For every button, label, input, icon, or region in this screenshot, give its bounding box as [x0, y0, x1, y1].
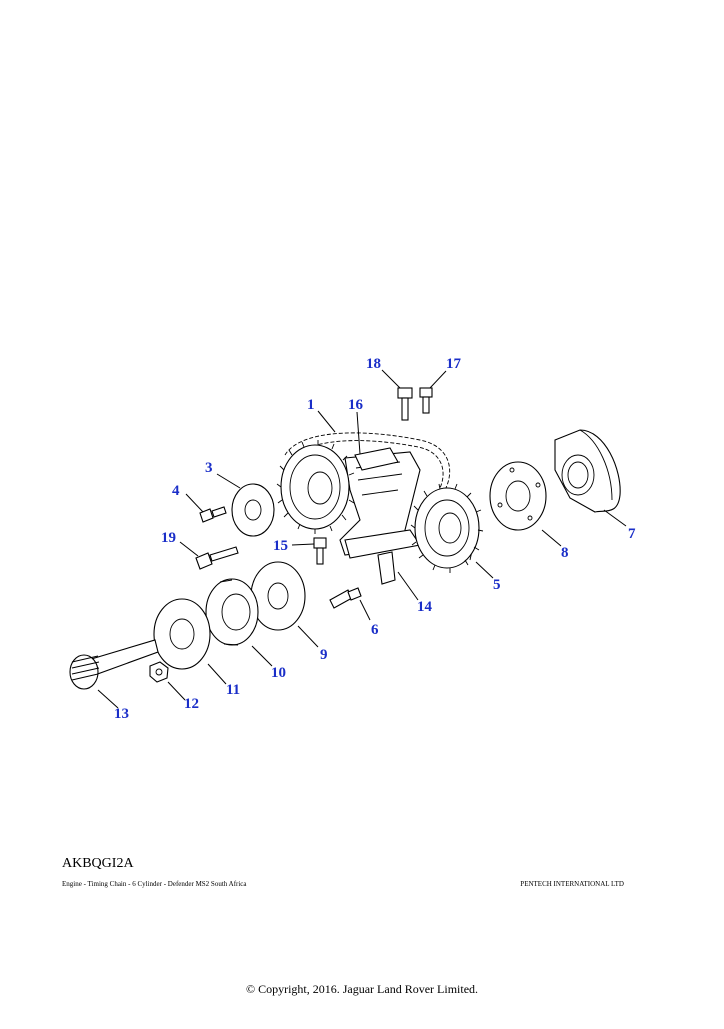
plate-8 — [489, 461, 547, 531]
callout-9: 9 — [320, 647, 328, 663]
sprocket-upper — [276, 440, 355, 534]
callout-8: 8 — [561, 545, 569, 561]
copyright-notice: © Copyright, 2016. Jaguar Land Rover Lim… — [245, 982, 479, 996]
callout-17: 17 — [446, 356, 462, 372]
flange-11 — [153, 598, 211, 670]
callout-15: 15 — [273, 538, 288, 554]
callouts: 1 16 18 17 3 4 19 15 5 7 8 14 6 9 10 11 … — [114, 356, 636, 722]
chain-tensioner-body — [339, 447, 421, 585]
sprocket-5 — [410, 483, 484, 573]
plate-3 — [231, 483, 275, 537]
callout-12: 12 — [184, 696, 199, 712]
bolt-15 — [313, 537, 327, 565]
bolt-19 — [195, 546, 239, 570]
illustration-description: Engine - Timing Chain - 6 Cylinder - Def… — [62, 880, 247, 888]
illustration-code: AKBQGI2A — [62, 856, 134, 871]
callout-6: 6 — [371, 622, 379, 638]
supplier-name: PENTECH INTERNATIONAL LTD — [520, 880, 624, 888]
callout-3: 3 — [205, 460, 213, 476]
callout-7: 7 — [628, 526, 636, 542]
nut-12 — [149, 661, 169, 683]
callout-11: 11 — [226, 682, 240, 698]
bolt-17 — [419, 387, 433, 414]
callout-5: 5 — [493, 577, 501, 593]
bolt-4 — [199, 506, 227, 523]
callout-19: 19 — [161, 530, 176, 546]
plate-9 — [250, 561, 306, 631]
stud-6 — [329, 587, 362, 609]
callout-4: 4 — [172, 483, 180, 499]
callout-1: 1 — [307, 397, 315, 413]
callout-14: 14 — [417, 599, 433, 615]
callout-18: 18 — [366, 356, 381, 372]
thrust-washer-10 — [205, 578, 259, 646]
callout-13: 13 — [114, 706, 129, 722]
leader-lines — [97, 369, 627, 709]
bolt-18 — [397, 387, 413, 421]
shaft-13 — [69, 639, 159, 690]
callout-10: 10 — [271, 665, 286, 681]
housing-7 — [554, 429, 621, 513]
callout-16: 16 — [348, 397, 364, 413]
